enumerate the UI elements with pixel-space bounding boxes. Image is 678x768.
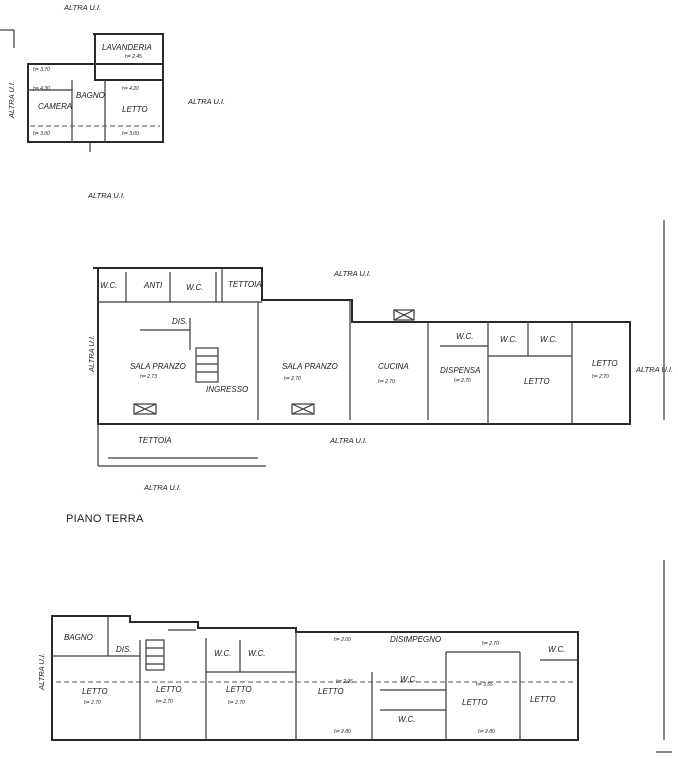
room-height: h= 2.73 xyxy=(140,374,157,380)
room-label: LETTO xyxy=(122,105,148,114)
room-height: h= 2.70 xyxy=(378,379,395,385)
room-label: LETTO xyxy=(226,685,252,694)
room-height: h= 2.70 xyxy=(592,374,609,380)
neighbor-label: ALTRA U.I. xyxy=(7,81,16,119)
room-label: LETTO xyxy=(82,687,108,696)
room-height: h= 2.70 xyxy=(228,700,245,706)
room-label: W.C. xyxy=(248,649,265,658)
room-label: INGRESSO xyxy=(206,385,248,394)
room-height: h= 2.45 xyxy=(125,54,142,60)
room-label: W.C. xyxy=(548,645,565,654)
room-label: LETTO xyxy=(524,377,550,386)
room-label: TETTOIA xyxy=(138,436,172,445)
room-label: DISPENSA xyxy=(440,366,480,375)
room-label: LETTO xyxy=(318,687,344,696)
ground-floor: W.C. ANTI W.C. TETTOIA DIS. SALA PRANZO … xyxy=(87,267,673,492)
room-label: LAVANDERIA xyxy=(102,43,152,52)
neighbor-label: ALTRA U.I. xyxy=(37,653,46,691)
neighbor-label: ALTRA U.I. xyxy=(63,3,101,12)
neighbor-label: ALTRA U.I. xyxy=(143,483,181,492)
room-label: DIS. xyxy=(172,317,188,326)
height-note: h= 4.20 xyxy=(122,86,139,92)
room-label: W.C. xyxy=(400,675,417,684)
room-label: LETTO xyxy=(592,359,618,368)
room-label: CUCINA xyxy=(378,362,409,371)
height-note: h= 2.70 xyxy=(482,641,499,647)
neighbor-label: ALTRA U.I. xyxy=(187,97,225,106)
room-label: W.C. xyxy=(500,335,517,344)
height-note: h= 3.55 xyxy=(476,682,493,688)
room-label: W.C. xyxy=(456,332,473,341)
room-label: TETTOIA xyxy=(228,280,262,289)
top-unit: LAVANDERIA h= 2.45 CAMERA BAGNO LETTO h=… xyxy=(0,3,225,200)
room-label: LETTO xyxy=(530,695,556,704)
neighbor-label: ALTRA U.I. xyxy=(635,365,673,374)
floor-title: PIANO TERRA xyxy=(66,513,144,525)
room-label: W.C. xyxy=(540,335,557,344)
height-note: h= 3.00 xyxy=(33,131,50,137)
room-height: h= 2.70 xyxy=(84,700,101,706)
first-floor: BAGNO DIS. DISIMPEGNO W.C. W.C. W.C. LET… xyxy=(37,615,579,741)
room-label: SALA PRANZO xyxy=(130,362,186,371)
neighbor-label: ALTRA U.I. xyxy=(87,335,96,373)
room-label: ANTI xyxy=(143,281,163,290)
neighbor-label: ALTRA U.I. xyxy=(333,269,371,278)
room-label: LETTO xyxy=(462,698,488,707)
height-note: h= 4.30 xyxy=(33,86,50,92)
room-label: W.C. xyxy=(398,715,415,724)
height-note: h= 2.80 xyxy=(478,729,495,735)
room-label: W.C. xyxy=(100,281,117,290)
height-note: h= 3.70 xyxy=(33,67,50,73)
room-label: SALA PRANZO xyxy=(282,362,338,371)
neighbor-label: ALTRA U.I. xyxy=(87,191,125,200)
height-note: h= 2.95 xyxy=(336,679,353,685)
room-label: W.C. xyxy=(214,649,231,658)
room-label: DISIMPEGNO xyxy=(390,635,441,644)
room-label: CAMERA xyxy=(38,102,72,111)
room-label: BAGNO xyxy=(76,91,105,100)
room-label: LETTO xyxy=(156,685,182,694)
room-label: W.C. xyxy=(186,283,203,292)
room-height: h= 2.70 xyxy=(284,376,301,382)
room-label: BAGNO xyxy=(64,633,93,642)
height-note: h= 2.00 xyxy=(334,637,351,643)
room-height: h= 2.70 xyxy=(156,699,173,705)
neighbor-label: ALTRA U.I. xyxy=(329,436,367,445)
height-note: h= 3.00 xyxy=(122,131,139,137)
height-note: h= 2.80 xyxy=(334,729,351,735)
room-height: h= 2.70 xyxy=(454,378,471,384)
room-label: DIS. xyxy=(116,645,132,654)
